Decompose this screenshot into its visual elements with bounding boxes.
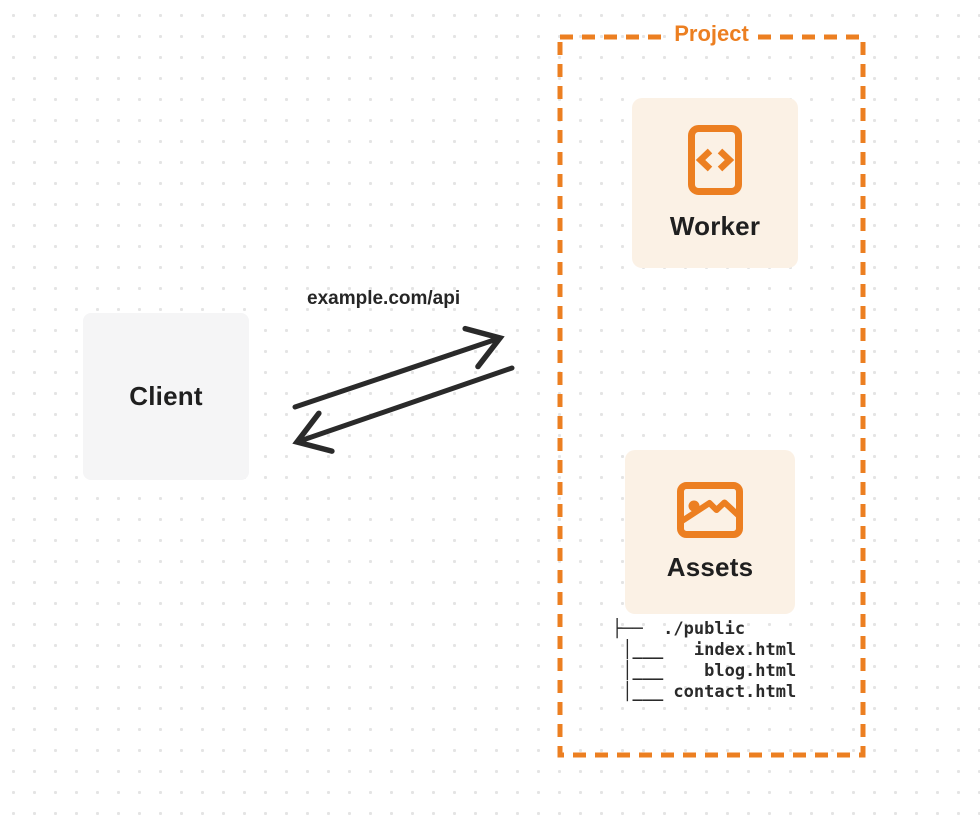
worker-node: Worker bbox=[632, 98, 798, 268]
response-arrow bbox=[292, 365, 515, 454]
project-label: Project bbox=[667, 21, 756, 47]
file-tree: ├── ./public │___ index.html │___ blog.h… bbox=[612, 619, 796, 703]
file-tree-item: │___ contact.html bbox=[612, 682, 797, 702]
client-label: Client bbox=[129, 381, 203, 411]
file-tree-root: ├── ./public bbox=[612, 619, 746, 639]
file-tree-item: │___ index.html bbox=[612, 640, 797, 660]
assets-node: Assets bbox=[625, 450, 795, 614]
request-arrow bbox=[292, 325, 505, 410]
code-file-icon bbox=[688, 124, 742, 195]
assets-label: Assets bbox=[666, 551, 754, 582]
worker-label: Worker bbox=[669, 210, 761, 241]
file-tree-item: │___ blog.html bbox=[612, 661, 797, 681]
project-group: Project bbox=[560, 21, 863, 47]
image-icon bbox=[677, 481, 743, 538]
request-url-label: example.com/api bbox=[307, 288, 461, 309]
client-node: Client bbox=[83, 313, 249, 480]
